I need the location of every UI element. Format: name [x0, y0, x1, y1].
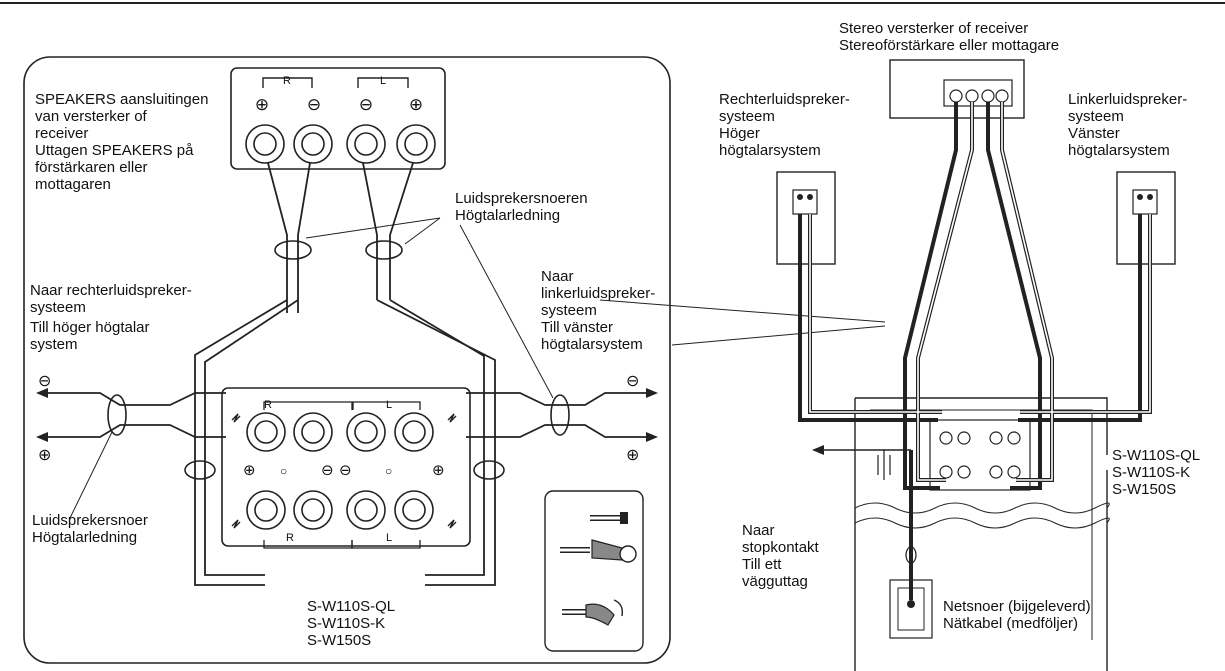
board-top-l-label: L: [386, 399, 392, 411]
bottom-cable-label: Luidsprekersnoer Högtalarledning: [32, 512, 148, 546]
arrow-right-top: [646, 388, 658, 398]
left-models-label: S-W110S-QL S-W110S-K S-W150S: [307, 598, 396, 649]
outlet-label: Naar stopkontakt Till ett vägguttag: [742, 522, 819, 590]
board-plus-1: ⊕: [243, 462, 256, 479]
output-right-minus: ⊖: [626, 373, 639, 390]
cable-tie-output-right: [550, 394, 570, 436]
board-top-r-label: R: [264, 399, 272, 411]
board-minus-1: ⊖: [321, 462, 334, 479]
receiver-terminal-box: R L ⊕ ⊖ ⊖ ⊕: [230, 67, 446, 170]
speaker-terminal-board: R L ⊕ ○ ⊖ ⊖ ○ ⊕ R L: [221, 387, 471, 549]
output-left-plus: ⊕: [38, 447, 51, 464]
receiver-r-plus: ⊕: [255, 95, 269, 114]
arrow-right-bottom: [646, 432, 658, 442]
output-wires: [44, 392, 650, 438]
board-plus-2: ⊕: [432, 462, 445, 479]
left-speaker-label: Linkerluidspreker- systeem Vänster högta…: [1068, 91, 1188, 159]
cable-tie-l: [365, 240, 403, 260]
board-dot-2: ○: [385, 464, 392, 478]
receiver-speaker-cables: [194, 162, 496, 586]
cable-tie-right-side: [473, 460, 505, 480]
left-panel-frame: [23, 56, 671, 664]
power-cord-label: Netsnoer (bijgeleverd) Nätkabel (medfölj…: [943, 598, 1091, 632]
receiver-l-label: L: [380, 75, 386, 87]
receiver-l-plus: ⊕: [409, 95, 423, 114]
arrow-left-bottom: [36, 432, 48, 442]
right-speaker-box: [776, 171, 836, 265]
output-right-plus: ⊕: [626, 447, 639, 464]
receiver-terminals-label: SPEAKERS aansluitingen van versterker of…: [35, 91, 209, 193]
stereo-receiver-label: Stereo versterker of receiver Stereoförs…: [839, 20, 1060, 54]
wire-stripping-inset: [544, 490, 644, 652]
arrow-left-top: [36, 388, 48, 398]
subwoofer-cabinet: [854, 397, 1110, 671]
board-bottom-l-label: L: [386, 532, 392, 544]
receiver-r-label: R: [283, 75, 291, 87]
speaker-cable-label: Luidsprekersnoeren Högtalarledning: [455, 190, 588, 224]
cable-tie-r: [274, 240, 312, 260]
power-cord: [812, 445, 917, 600]
board-bottom-r-label: R: [286, 532, 294, 544]
leader-lines: [69, 217, 886, 519]
right-models-label: S-W110S-QL S-W110S-K S-W150S: [1112, 447, 1201, 498]
left-speaker-box: [1116, 171, 1176, 265]
output-left-minus: ⊖: [38, 373, 51, 390]
to-left-speaker-label: Naar linkerluidspreker- systeem Till vän…: [541, 268, 656, 353]
right-speaker-label: Rechterluidspreker- systeem Höger högtal…: [719, 91, 850, 159]
receiver-r-minus: ⊖: [307, 95, 321, 114]
cable-tie-output-left: [107, 394, 127, 436]
cable-tie-left-side: [184, 460, 216, 480]
to-right-speaker-label: Naar rechterluidspreker- systeem Till hö…: [30, 282, 192, 353]
receiver-l-minus: ⊖: [359, 95, 373, 114]
board-minus-2: ⊖: [339, 462, 352, 479]
board-dot-1: ○: [280, 464, 287, 478]
